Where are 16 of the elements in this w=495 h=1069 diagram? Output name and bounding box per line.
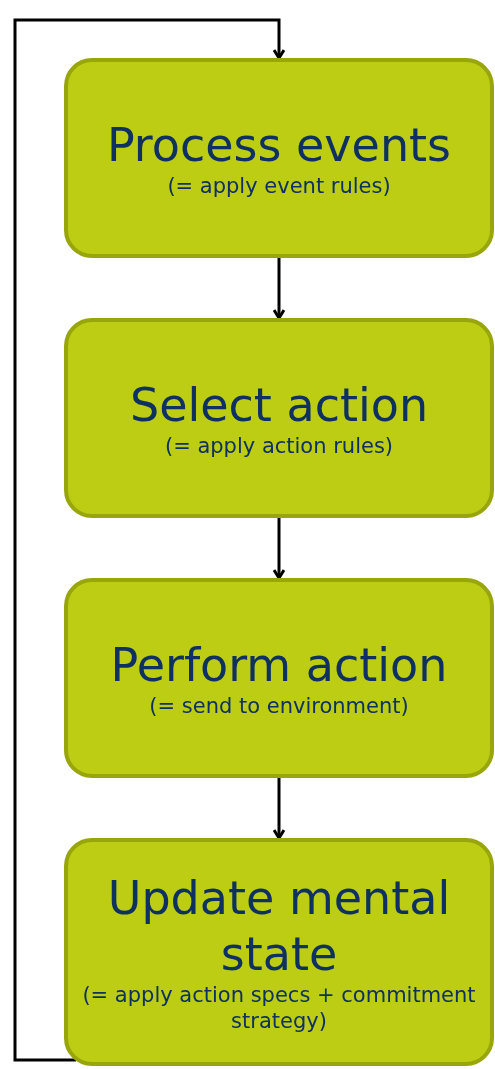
arrow <box>272 258 286 320</box>
step-title: Update mental state <box>106 870 452 982</box>
arrow <box>13 18 286 1062</box>
step-title: Select action <box>128 377 430 433</box>
process-box <box>64 838 494 1066</box>
process-box <box>64 318 494 518</box>
step-title: Process events <box>105 117 453 173</box>
step-description: (= apply action rules) <box>164 433 394 459</box>
step-description: (= send to environment) <box>149 693 409 719</box>
process-box <box>64 578 494 778</box>
arrow <box>272 518 286 580</box>
process-box <box>64 58 494 258</box>
step-title: Perform action <box>109 637 449 693</box>
step-description: (= apply action specs + commitment strategy) <box>81 982 477 1034</box>
step-description: (= apply event rules) <box>167 173 391 199</box>
arrow <box>272 778 286 840</box>
